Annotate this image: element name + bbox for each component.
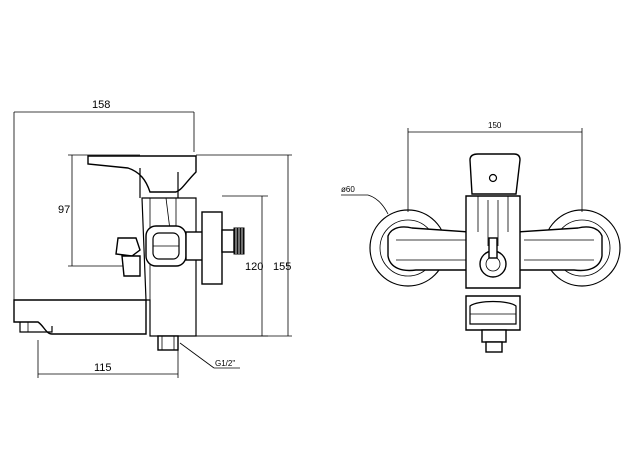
dimension-155: 155 [196,154,292,337]
front-view: 150 ø60 [341,121,621,353]
side-spout [13,299,147,335]
side-bottom-inlet [157,335,179,351]
side-view: 158 97 120 155 115 [13,99,292,378]
dim-label-dia60: ø60 [341,185,355,194]
dimension-158: 158 [13,99,195,300]
dim-label-120: 120 [245,261,263,273]
side-wall-flange [201,211,223,285]
dim-label-155: 155 [273,261,291,273]
front-spout [465,295,521,331]
side-cartridge-neck [139,168,179,198]
dimension-97: 97 [58,154,140,267]
front-lever [469,153,521,195]
dimension-115: 115 [37,340,179,378]
dim-label-115: 115 [94,362,112,374]
left-arm [387,226,471,272]
dimension-150: 150 [407,121,583,212]
dim-label-158: 158 [92,99,110,111]
thread-label: G1/2" [215,359,235,368]
thread-callout: G1/2" [179,342,240,369]
side-lever [87,155,197,193]
right-arm [515,226,603,272]
side-diverter-knob [115,237,141,257]
diameter-callout: ø60 [341,185,389,215]
dim-label-97: 97 [58,204,70,216]
dim-label-150: 150 [488,121,502,130]
front-bottom-inlet [481,329,507,343]
